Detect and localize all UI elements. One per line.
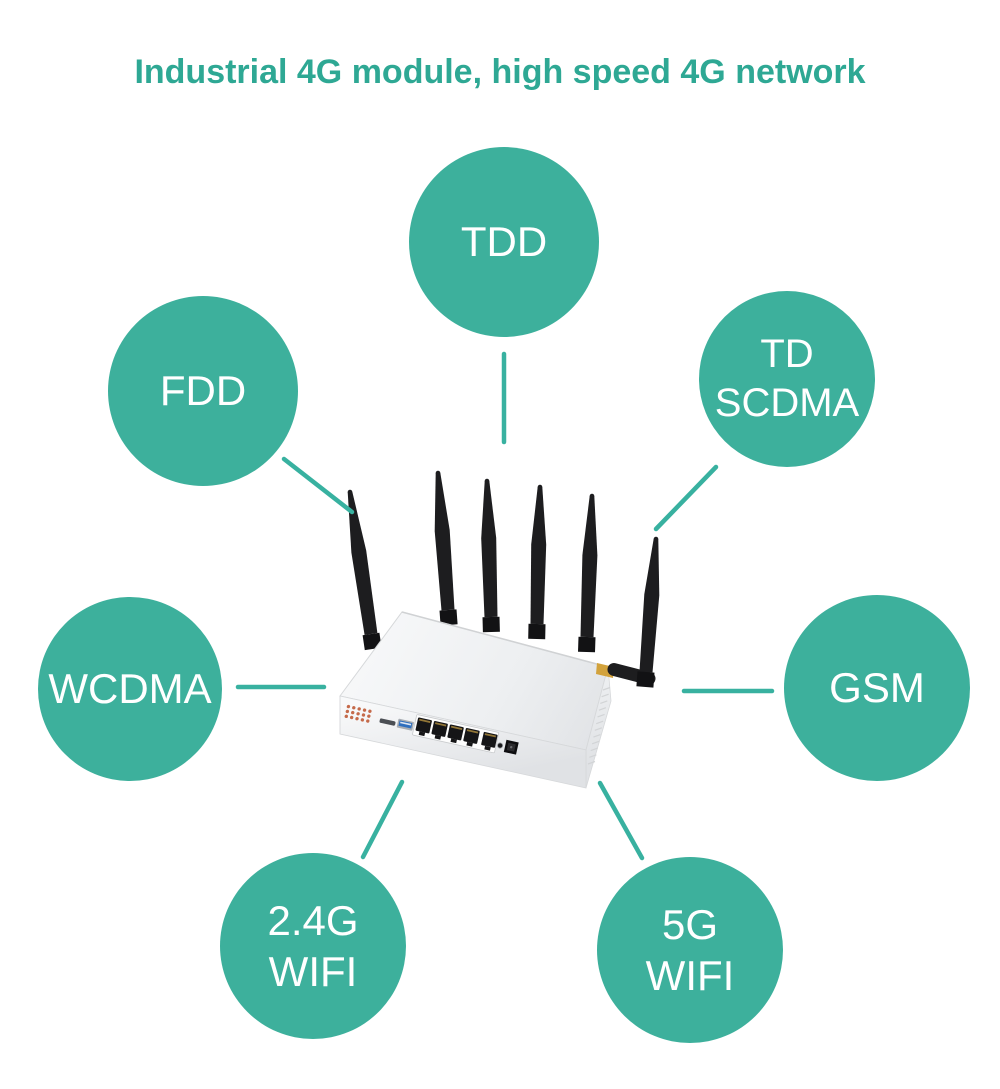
- feature-label: 5G: [661, 900, 719, 948]
- router-front-panel: [344, 704, 519, 755]
- connector-lines: [235, 351, 775, 861]
- connector-line-fdd: [281, 456, 355, 515]
- feature-label: WIFI: [645, 952, 735, 999]
- router-chassis: [339, 611, 612, 789]
- usb-port-icon: [396, 718, 414, 731]
- router-antennas-icon: [347, 470, 598, 653]
- feature-label: FDD: [159, 367, 247, 415]
- feature-circle-fdd: FDD: [108, 296, 298, 486]
- router-vent-slits: [587, 686, 611, 765]
- feature-label: WIFI: [268, 948, 358, 995]
- sim-slot-icon: [379, 718, 396, 726]
- feature-circle-gsm: GSM: [784, 595, 970, 781]
- connector-line-wifi-24g: [360, 779, 405, 860]
- feature-label: WCDMA: [48, 665, 212, 713]
- reset-button-icon: [497, 742, 504, 749]
- feature-circle-tdd: TDD: [409, 147, 599, 337]
- feature-circle-wifi-5g: 5G WIFI: [597, 857, 783, 1043]
- page-title: Industrial 4G module, high speed 4G netw…: [134, 53, 866, 91]
- ethernet-ports-icon: [415, 717, 498, 751]
- feature-label: 2.4G: [267, 896, 359, 944]
- connector-line-td-scdma: [653, 464, 719, 532]
- power-jack-icon: [503, 739, 519, 755]
- connector-line-wifi-5g: [597, 780, 645, 861]
- feature-label: TD: [760, 332, 814, 377]
- side-antenna-icon: [596, 536, 660, 688]
- feature-label: TDD: [460, 218, 548, 266]
- feature-circle-wifi-24g: 2.4G WIFI: [220, 853, 406, 1039]
- feature-label: SCDMA: [714, 381, 860, 425]
- feature-circle-wcdma: WCDMA: [38, 597, 222, 781]
- router-back-rim: [401, 611, 609, 668]
- feature-circle-td-scdma: TD SCDMA: [699, 291, 875, 467]
- led-indicators-icon: [344, 704, 372, 723]
- feature-label: GSM: [829, 664, 925, 712]
